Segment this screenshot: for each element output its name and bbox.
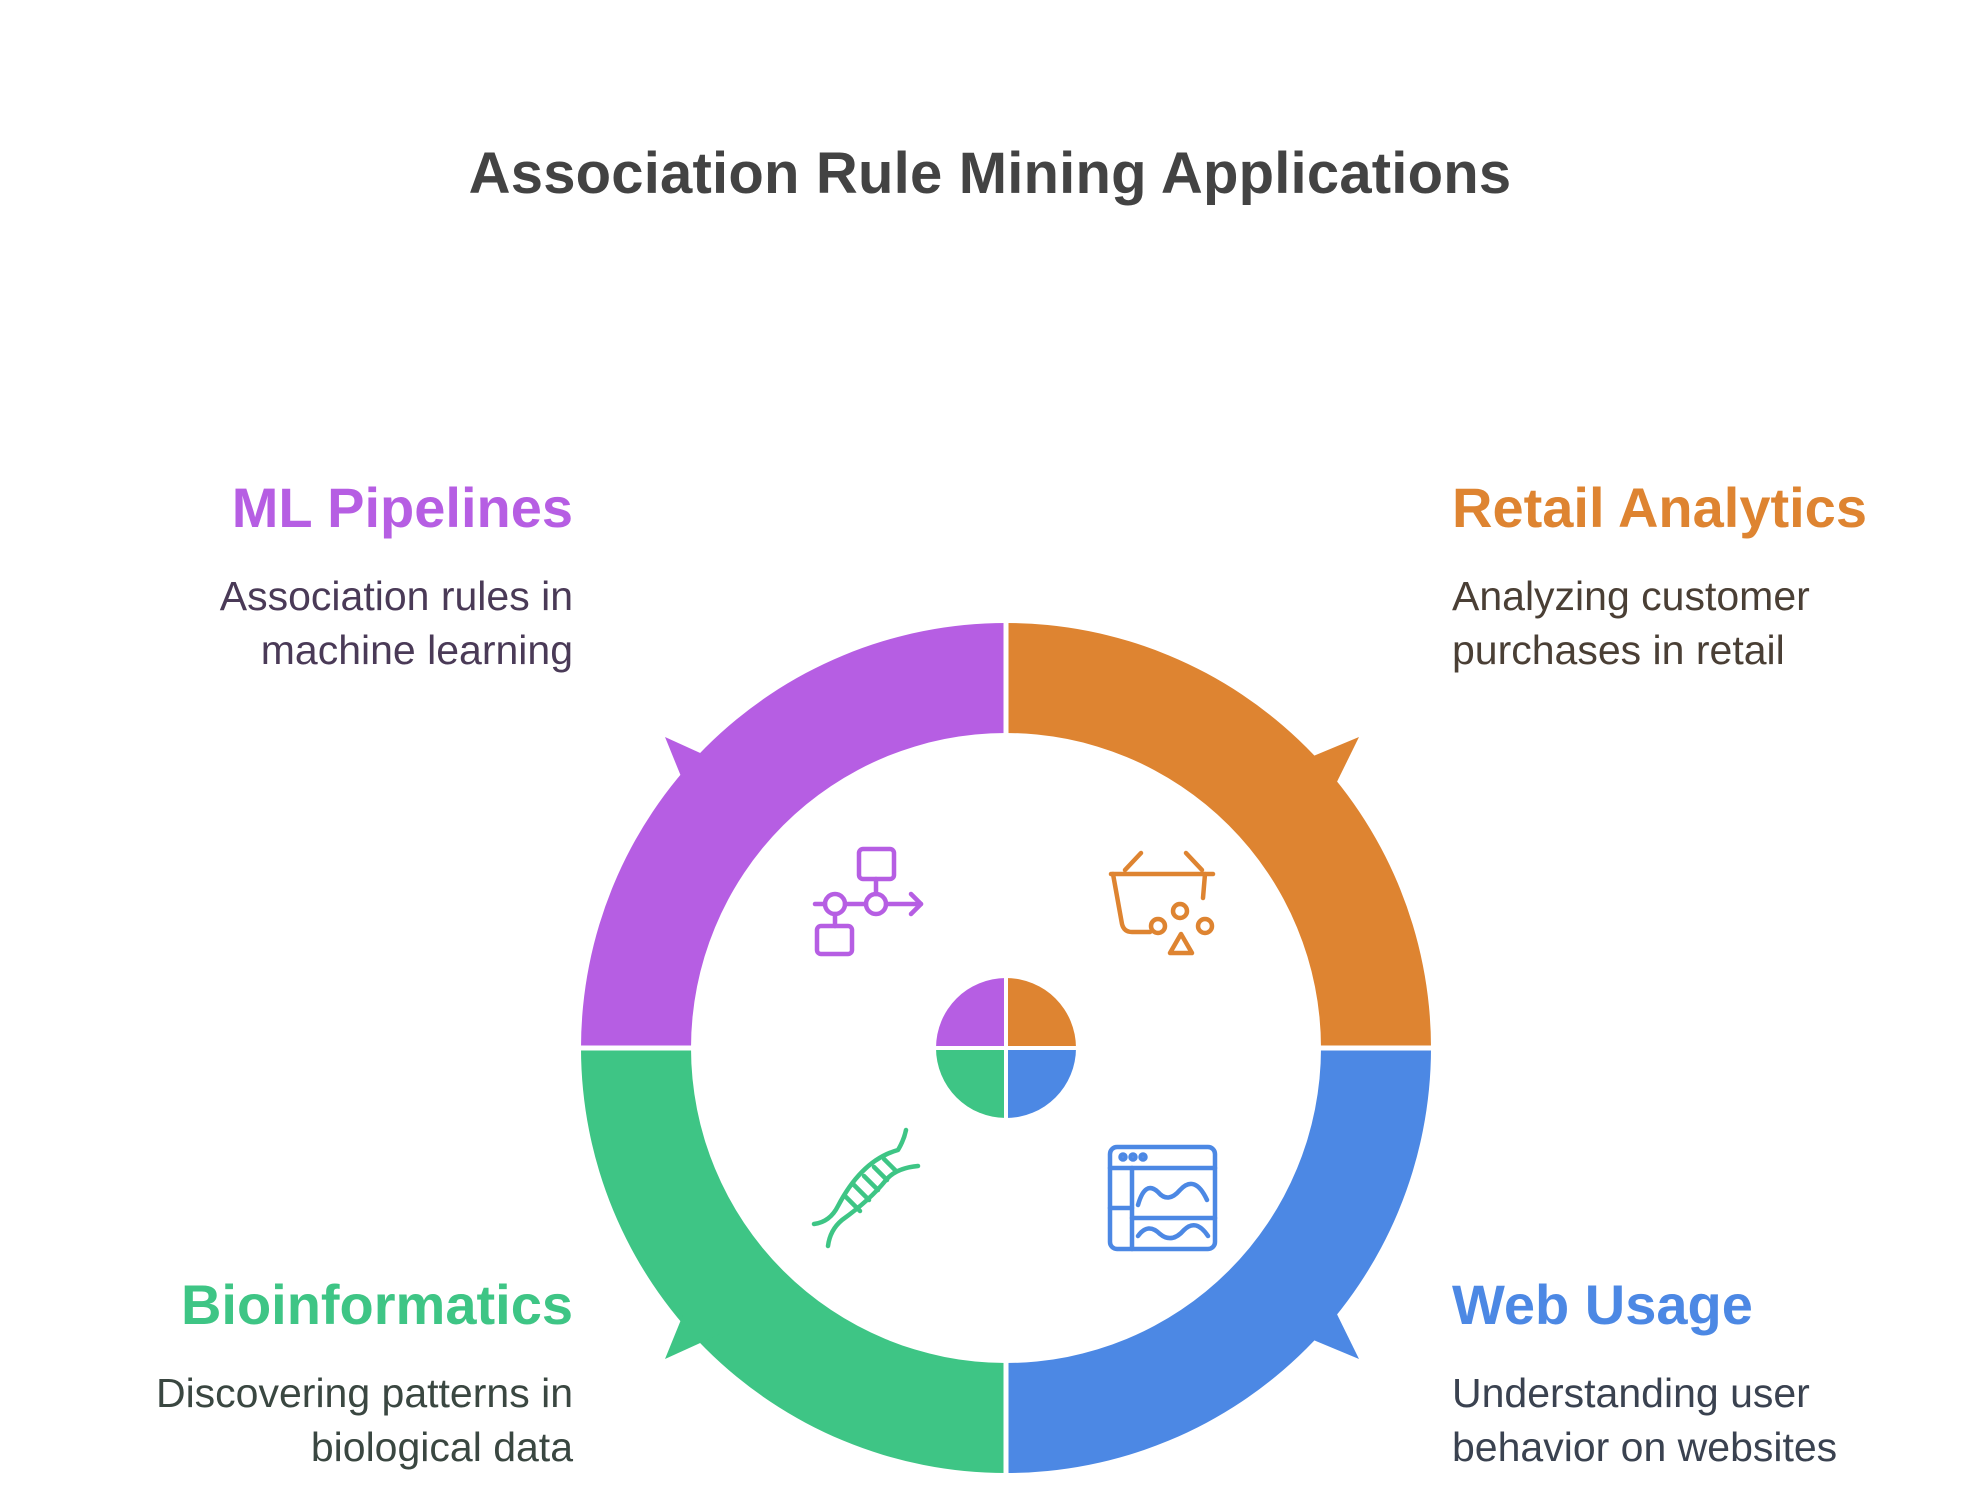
ring-segment-retail bbox=[1006, 623, 1431, 1048]
heading-web-usage: Web Usage bbox=[1452, 1273, 1753, 1336]
dna-icon bbox=[811, 1127, 921, 1249]
arrow-tip-bio bbox=[665, 1300, 720, 1359]
center-pie-web bbox=[1006, 1048, 1076, 1118]
description-web-usage: Understanding user behavior on websites bbox=[1452, 1366, 1980, 1474]
arrow-tip-retail bbox=[1299, 737, 1359, 796]
center-pie-separators bbox=[930, 972, 1082, 1124]
center-pie-ml bbox=[936, 978, 1006, 1048]
page-title: Association Rule Mining Applications bbox=[468, 141, 1512, 206]
heading-retail-analytics: Retail Analytics bbox=[1452, 476, 1867, 539]
browser-analytics-icon bbox=[1107, 1144, 1218, 1252]
description-bioinformatics: Discovering patterns in biological data bbox=[13, 1366, 573, 1474]
ring-separators bbox=[568, 610, 1444, 1486]
description-line: Understanding user bbox=[1452, 1370, 1810, 1416]
ring-segment-ml bbox=[581, 623, 1006, 1048]
description-line: behavior on websites bbox=[1452, 1424, 1838, 1470]
ring-segment-web bbox=[1006, 1048, 1431, 1473]
label-ml-pipelines: ML Pipelines Association rules in machin… bbox=[13, 475, 573, 677]
flowchart-icon bbox=[812, 846, 924, 957]
description-line: Association rules in bbox=[219, 573, 573, 619]
label-web-usage: Web Usage Understanding user behavior on… bbox=[1452, 1272, 1980, 1474]
description-line: biological data bbox=[310, 1424, 573, 1470]
center-pie-retail bbox=[1006, 978, 1076, 1048]
heading-bioinformatics: Bioinformatics bbox=[180, 1273, 573, 1336]
description-line: machine learning bbox=[260, 627, 573, 673]
description-ml-pipelines: Association rules in machine learning bbox=[13, 569, 573, 677]
label-bioinformatics: Bioinformatics Discovering patterns in b… bbox=[13, 1272, 573, 1474]
description-retail-analytics: Analyzing customer purchases in retail bbox=[1452, 569, 1980, 677]
shopping-basket-icon bbox=[1108, 850, 1216, 956]
arrow-tip-ml bbox=[665, 737, 720, 796]
arrow-tip-web bbox=[1299, 1300, 1359, 1359]
description-line: Analyzing customer bbox=[1452, 573, 1810, 619]
label-retail-analytics: Retail Analytics Analyzing customer purc… bbox=[1452, 475, 1980, 677]
heading-ml-pipelines: ML Pipelines bbox=[231, 476, 573, 539]
center-pie-bio bbox=[936, 1048, 1006, 1118]
ring-segment-bio bbox=[581, 1048, 1006, 1473]
description-line: purchases in retail bbox=[1452, 627, 1785, 673]
description-line: Discovering patterns in bbox=[155, 1370, 573, 1416]
